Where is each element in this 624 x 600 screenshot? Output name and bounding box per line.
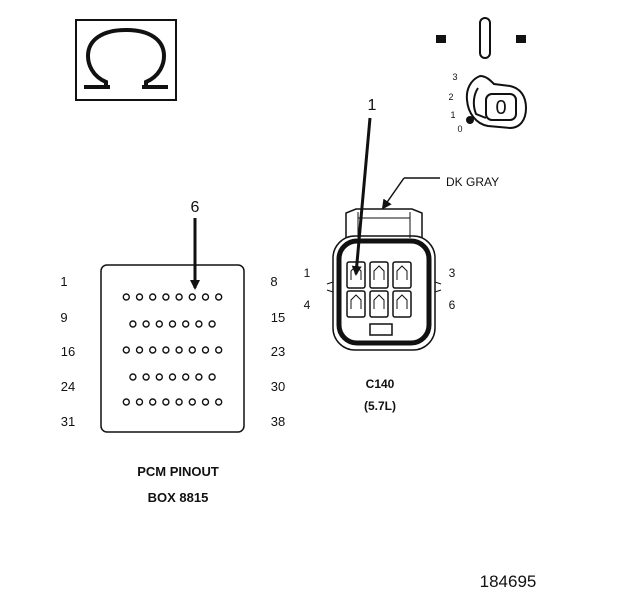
callout-1-label: 1 xyxy=(368,97,377,114)
pcm-pinout-box xyxy=(100,264,245,433)
figure-id: 184695 xyxy=(480,572,537,591)
pcm-row-end-label: 23 xyxy=(271,344,285,359)
pcm-pin xyxy=(201,398,210,406)
pcm-pin xyxy=(175,346,183,354)
pcm-pinout-subtitle: BOX 8815 xyxy=(148,490,209,505)
pcm-row-start-label: 9 xyxy=(60,310,67,325)
ignition-position-3: 3 xyxy=(452,72,457,82)
pcm-pin xyxy=(168,320,177,328)
pcm-pin-highlighted xyxy=(188,293,197,301)
pcm-pin xyxy=(208,320,216,328)
pcm-row-start-label: 24 xyxy=(61,379,75,394)
pcm-pin xyxy=(122,398,131,406)
pcm-pin xyxy=(201,293,210,301)
connector-cavity-1 xyxy=(346,261,366,289)
pcm-pin xyxy=(195,320,203,328)
ignition-position-2: 2 xyxy=(448,92,453,102)
pcm-pin xyxy=(214,293,223,301)
pcm-pin xyxy=(188,398,197,406)
pcm-pin xyxy=(201,346,210,354)
ohm-symbol-icon xyxy=(84,27,168,89)
pcm-pin xyxy=(181,320,190,328)
connector-label-bottom-right: 6 xyxy=(449,298,456,312)
pcm-pin xyxy=(135,346,144,354)
connector-cavity-4 xyxy=(346,290,366,318)
ignition-position-1: 1 xyxy=(450,110,455,120)
callout-6-label: 6 xyxy=(191,199,200,216)
wire-color-label: DK GRAY xyxy=(446,175,499,189)
pcm-pin xyxy=(214,398,223,406)
connector-variant: (5.7L) xyxy=(364,399,396,413)
pcm-pin xyxy=(122,293,131,301)
pcm-pin xyxy=(135,293,144,301)
pcm-pin xyxy=(208,373,216,381)
connector-cavity-2 xyxy=(369,261,389,289)
ohm-symbol-box xyxy=(75,19,177,101)
pcm-pin xyxy=(214,346,223,354)
pcm-pin xyxy=(175,398,183,406)
ignition-key-icon xyxy=(436,17,528,130)
pcm-row-end-label: 30 xyxy=(271,379,285,394)
connector-name: C140 xyxy=(366,377,395,391)
pcm-pin xyxy=(135,398,144,406)
connector-label-top-right: 3 xyxy=(449,266,456,280)
pcm-pin xyxy=(162,293,170,301)
pcm-pin xyxy=(122,346,131,354)
pcm-pin xyxy=(195,373,203,381)
pcm-row-start-label: 1 xyxy=(60,274,67,289)
pcm-row-labels-left: 1 9 16 24 31 xyxy=(60,274,75,429)
pcm-pin xyxy=(168,373,177,381)
wire-color-arrow xyxy=(381,177,405,210)
pcm-row-end-label: 15 xyxy=(271,310,285,325)
pcm-pin xyxy=(155,320,164,328)
pcm-pin xyxy=(142,320,150,328)
ignition-position-0: 0 xyxy=(457,124,462,134)
connector-cavity-6 xyxy=(392,290,412,318)
pcm-pin xyxy=(129,320,137,328)
pcm-pin xyxy=(175,293,183,301)
pcm-pin xyxy=(162,346,170,354)
callout-1-arrow xyxy=(351,117,372,276)
pcm-pin xyxy=(181,373,190,381)
pcm-row-end-label: 38 xyxy=(271,414,285,429)
connector-label-bottom-left: 4 xyxy=(304,298,311,312)
pcm-pinout-title: PCM PINOUT xyxy=(137,464,219,479)
pcm-pin xyxy=(188,346,197,354)
pcm-pin xyxy=(148,346,157,354)
connector-c140 xyxy=(326,208,442,351)
pcm-row-start-label: 16 xyxy=(61,344,75,359)
pcm-pin xyxy=(148,398,157,406)
connector-cavity-3 xyxy=(392,261,412,289)
connector-label-top-left: 1 xyxy=(304,266,311,280)
pcm-pin-field xyxy=(122,293,223,406)
ignition-key-label: 0 xyxy=(495,97,506,119)
pcm-pin xyxy=(148,293,157,301)
pcm-row-start-label: 31 xyxy=(61,414,75,429)
pcm-pin xyxy=(142,373,150,381)
pcm-pin xyxy=(155,373,164,381)
connector-cavity-5 xyxy=(369,290,389,318)
pcm-pin xyxy=(129,373,137,381)
pcm-pin xyxy=(162,398,170,406)
pcm-row-labels-right: 8 15 23 30 38 xyxy=(270,274,285,429)
pcm-row-end-label: 8 xyxy=(270,274,277,289)
